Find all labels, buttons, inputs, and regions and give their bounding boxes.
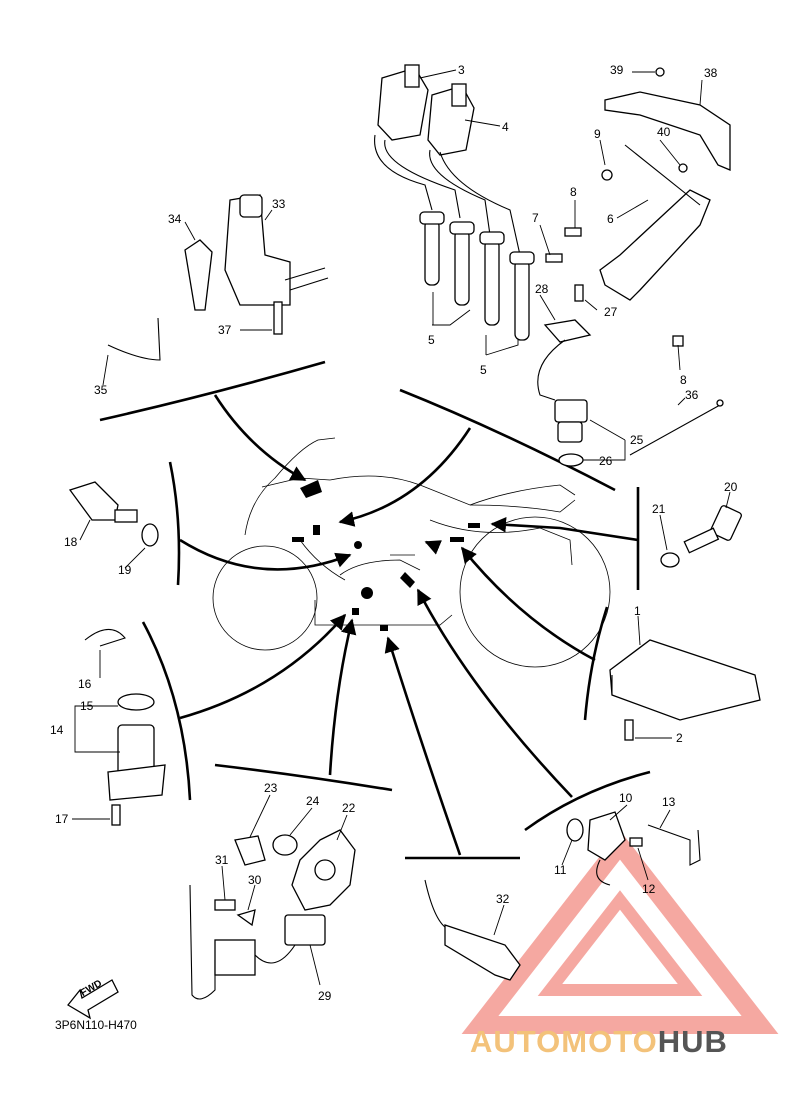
callout-3: 3 <box>458 63 465 77</box>
callout-33: 33 <box>272 197 286 211</box>
watermark-part1: AUTOMOTO <box>470 1024 658 1059</box>
callout-34: 34 <box>168 212 182 226</box>
callout-11: 11 <box>554 863 567 877</box>
callout-27: 27 <box>604 305 618 319</box>
callout-28: 28 <box>535 282 549 296</box>
callout-23: 23 <box>264 781 278 795</box>
callout-18: 18 <box>64 535 78 549</box>
sensor-29-group <box>189 884 326 1000</box>
callout-26: 26 <box>599 454 613 468</box>
callout-12: 12 <box>642 882 656 896</box>
sensor-25-group <box>537 319 724 467</box>
callout-35: 35 <box>94 383 108 397</box>
ecu-1 <box>609 639 761 741</box>
callout-20: 20 <box>724 480 738 494</box>
callout-8-a: 8 <box>570 185 577 199</box>
leader-lines <box>72 69 731 986</box>
callout-31: 31 <box>215 853 229 867</box>
callout-16: 16 <box>78 677 92 691</box>
callout-29: 29 <box>318 989 332 1003</box>
callout-25: 25 <box>630 433 644 447</box>
callout-5-b: 5 <box>480 363 487 377</box>
callout-37: 37 <box>218 323 232 337</box>
main-switch-group <box>107 194 329 361</box>
watermark-text: AUTOMOTOHUB <box>470 1024 728 1060</box>
callout-19: 19 <box>118 563 132 577</box>
rotor-22-group <box>234 829 356 911</box>
callout-numbers: 3 4 5 5 6 7 8 8 9 40 39 38 28 27 25 26 3… <box>50 63 738 1003</box>
callout-15: 15 <box>80 699 94 713</box>
callout-36: 36 <box>685 388 699 402</box>
callout-40: 40 <box>657 125 671 139</box>
sensor-10-group <box>566 811 701 886</box>
ignition-coils <box>374 64 535 341</box>
group-brackets <box>99 360 651 860</box>
callout-21: 21 <box>652 502 666 516</box>
sensor-18-group <box>68 481 159 547</box>
callout-30: 30 <box>248 873 262 887</box>
callout-10: 10 <box>619 791 633 805</box>
callout-32: 32 <box>496 892 510 906</box>
callout-8-b: 8 <box>680 373 687 387</box>
callout-13: 13 <box>662 795 676 809</box>
callout-2: 2 <box>676 731 683 745</box>
callout-6: 6 <box>607 212 614 226</box>
ecu-bracket <box>545 67 731 347</box>
callout-4: 4 <box>502 120 509 134</box>
callout-1: 1 <box>634 604 641 618</box>
callout-17: 17 <box>55 812 69 826</box>
sensor-20-group <box>660 505 742 568</box>
callout-39: 39 <box>610 63 624 77</box>
o2-sensor-32 <box>424 879 521 981</box>
fwd-arrow-icon <box>67 979 119 1020</box>
callout-5-a: 5 <box>428 333 435 347</box>
callout-7: 7 <box>532 211 539 225</box>
callout-9: 9 <box>594 127 601 141</box>
watermark-logo <box>461 830 779 1034</box>
callout-38: 38 <box>704 66 718 80</box>
solenoid-14-group <box>84 628 166 826</box>
callout-24: 24 <box>306 794 320 808</box>
watermark-part2: HUB <box>657 1024 728 1059</box>
connection-arrows <box>179 394 639 856</box>
diagram-code: 3P6N110-H470 <box>55 1018 137 1032</box>
callout-22: 22 <box>342 801 356 815</box>
callout-14: 14 <box>50 723 64 737</box>
